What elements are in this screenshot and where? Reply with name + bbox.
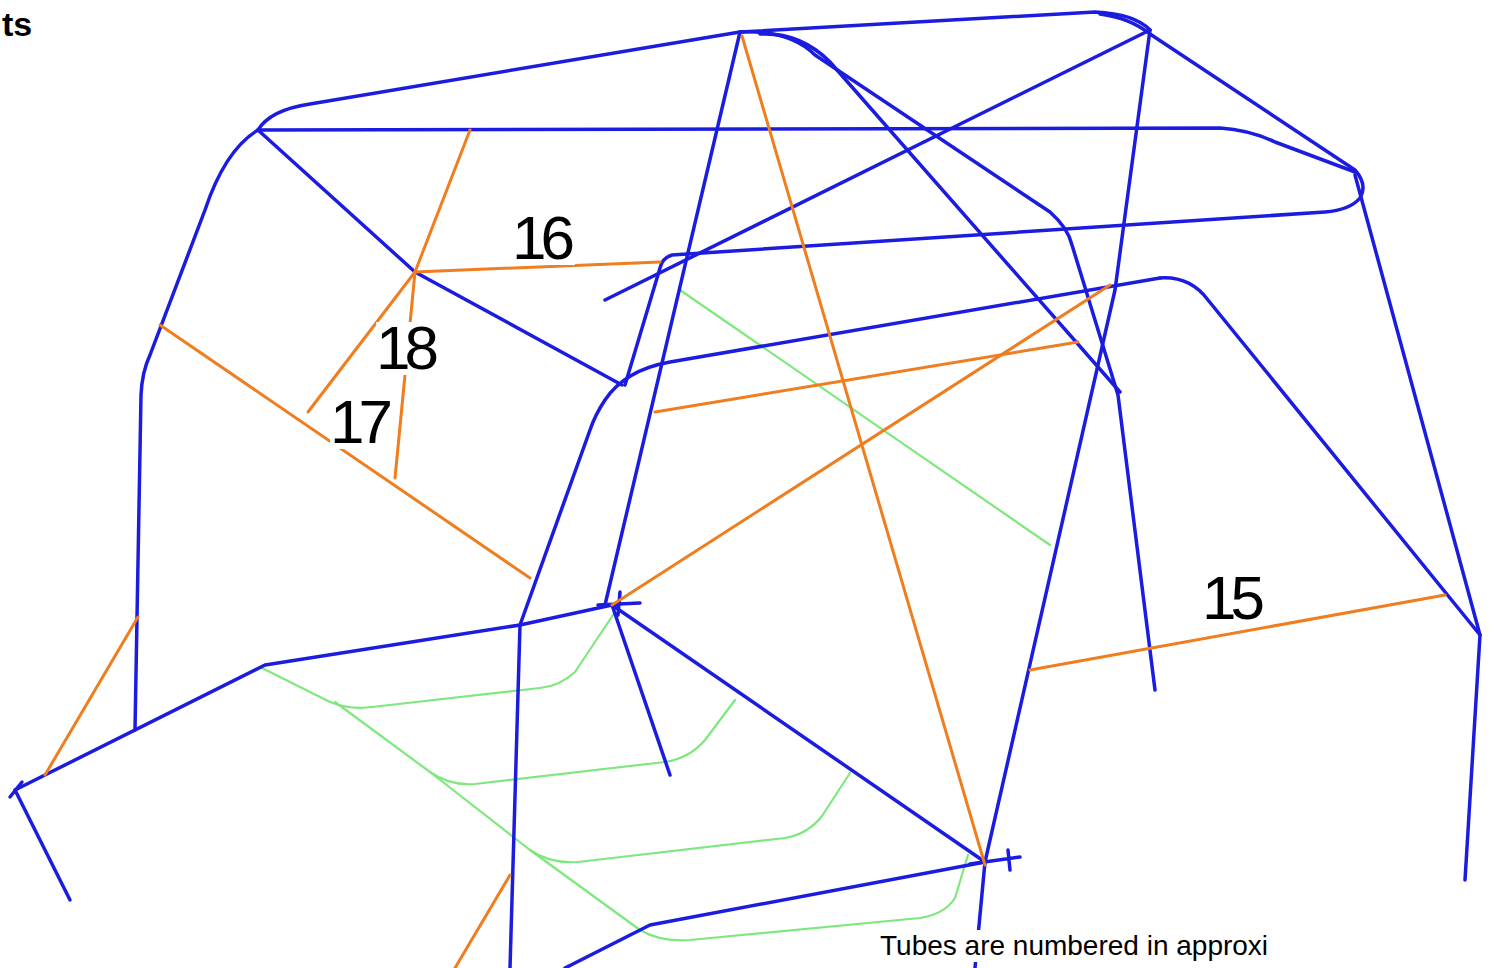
orange-tubes [45,36,1445,968]
blue-tube [625,14,1363,385]
orange-tube [45,617,138,775]
green-tube [530,850,968,940]
orange-tube [395,272,415,478]
orange-tube [612,285,1110,605]
blue-tubes [10,12,1480,968]
orange-tube [742,36,985,865]
green-tube [430,772,850,862]
blue-tube [1355,175,1480,880]
blue-tube [15,605,612,790]
orange-tube [455,875,510,968]
blue-tube [135,130,258,730]
blue-tube [10,782,70,900]
blue-tube [598,592,985,862]
blue-tube [1160,278,1480,635]
blue-tube [510,278,1160,968]
blue-tube [258,128,1355,172]
page-heading: ts [2,6,32,43]
note-text: Tubes are numbered in approxi [880,930,1268,962]
orange-tube [655,342,1078,412]
blue-tube [258,130,622,385]
blue-tube [605,30,1150,862]
green-tube [335,700,735,784]
orange-tube [160,325,530,578]
green-tube [262,612,615,708]
blue-tube [605,32,740,605]
callout-number: 16 [512,212,575,265]
orange-tube [415,130,470,272]
blue-tube [740,32,1155,690]
callout-number: 18 [376,322,439,375]
callout-number: 15 [1202,572,1265,625]
callout-number: 17 [330,396,393,449]
blue-tube [258,12,1150,130]
